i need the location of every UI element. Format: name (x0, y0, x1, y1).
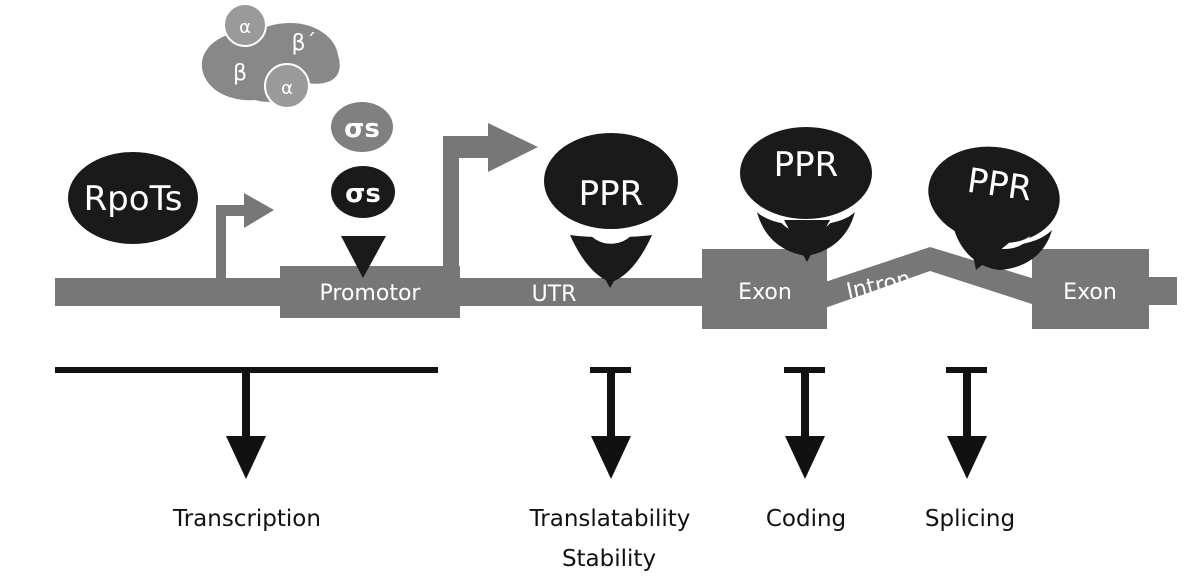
rpots-polymerase: RpoTs (68, 152, 198, 244)
exon-box-2 (1032, 249, 1149, 329)
ppr-pointer-exon (784, 220, 830, 262)
sigma-binding-pointer (341, 236, 386, 278)
alpha-subunit-top (223, 3, 267, 47)
promotor-label: Promotor (320, 281, 422, 306)
tss-arrow-small (216, 193, 274, 280)
ppr-protein-intron: PPR (928, 146, 1060, 270)
intron-segment (825, 247, 1035, 308)
exon-label-1: Exon (738, 280, 792, 305)
ppr-pointer-utr (589, 250, 632, 288)
ppr-pointer-intron (966, 222, 1010, 270)
utr-label: UTR (532, 282, 577, 307)
splicing-arrow (946, 367, 987, 479)
exon-box-1 (702, 249, 827, 329)
rna-polymerase-core: α β´ β α (201, 3, 340, 109)
splicing-label: Splicing (925, 506, 1015, 532)
dna-strand-right (1145, 277, 1177, 305)
ppr-protein-utr: PPR (544, 133, 678, 288)
beta-label: β (233, 61, 247, 86)
promotor-box (280, 266, 460, 318)
sigma-factor-bottom: σs (331, 166, 395, 218)
exon-label-2: Exon (1063, 280, 1117, 305)
translatability-arrow (590, 367, 631, 479)
ppr-label-intron: PPR (965, 161, 1035, 210)
transcription-label: Transcription (172, 506, 321, 532)
sigma-label-top: σs (344, 114, 380, 144)
transcription-arrow (55, 367, 438, 479)
ppr-label-utr: PPR (579, 174, 644, 214)
ppr-protein-exon: PPR (740, 127, 872, 262)
sigma-factor-top: σs (331, 102, 393, 152)
tss-arrow-large (443, 123, 538, 282)
stability-label: Stability (562, 546, 656, 572)
coding-arrow (784, 367, 825, 479)
coding-label: Coding (766, 506, 846, 532)
translatability-label: Translatability (529, 506, 691, 532)
alpha-label-top: α (239, 17, 251, 38)
sigma-label-bottom: σs (345, 179, 381, 209)
rpots-label: RpoTs (84, 179, 183, 219)
alpha-label-bottom: α (281, 78, 293, 99)
beta-prime-label: β´ (291, 31, 316, 56)
alpha-subunit-bottom (264, 63, 310, 109)
ppr-label-exon: PPR (774, 145, 839, 185)
gene-backbone (55, 247, 1177, 329)
